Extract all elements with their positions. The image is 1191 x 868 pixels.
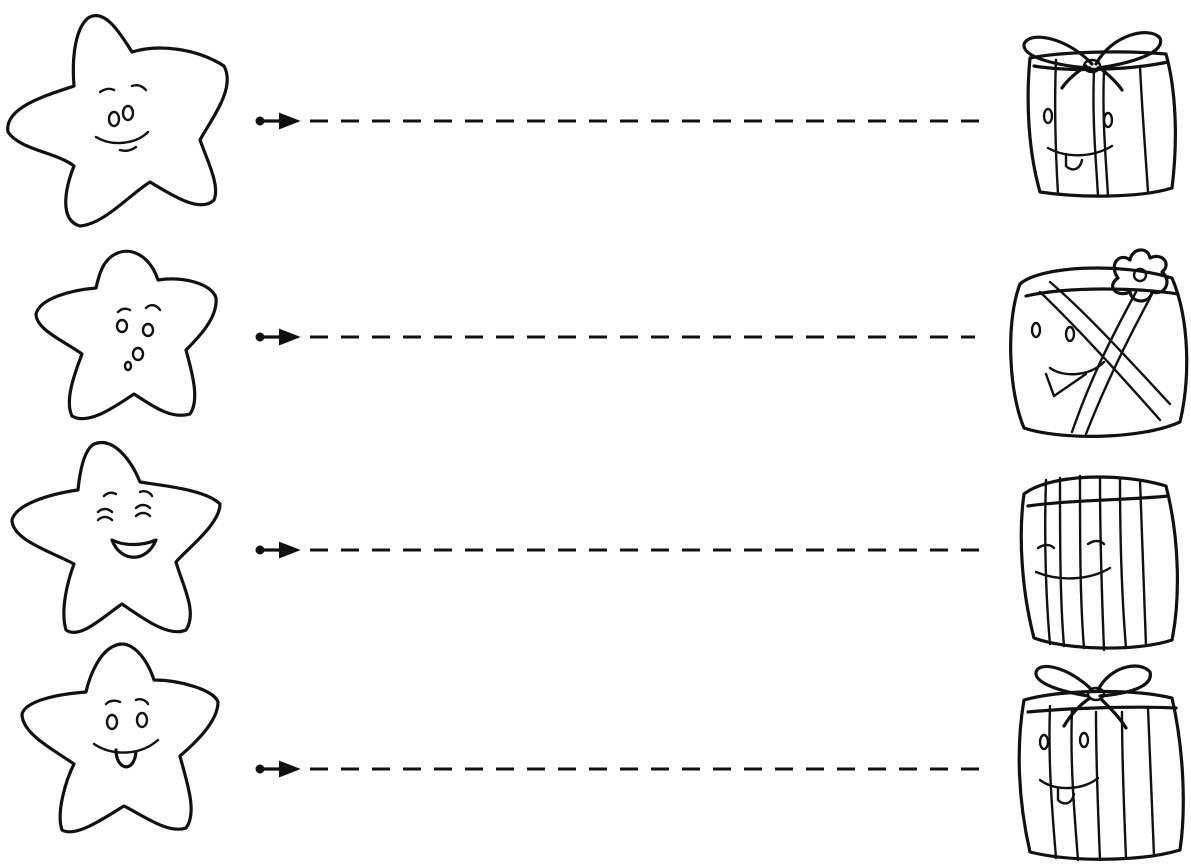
row-3: [10, 440, 1179, 652]
striped-gift-box-icon: [1019, 474, 1179, 652]
laughing-star-icon: [10, 440, 222, 634]
smiling-star-icon: [6, 14, 229, 228]
gift-box-with-flower-icon: [1009, 248, 1189, 438]
trace-line-3[interactable]: [255, 541, 986, 559]
tongue-out-star-icon: [20, 642, 220, 834]
trace-line-1[interactable]: [255, 112, 986, 130]
row-4: [20, 642, 1185, 862]
trace-line-4[interactable]: [255, 760, 986, 778]
trace-line-2[interactable]: [255, 328, 976, 346]
row-1: [6, 14, 1177, 228]
surprised-star-icon: [34, 249, 218, 421]
row-2: [34, 248, 1189, 438]
gift-box-with-bow-icon: [1022, 31, 1177, 198]
gift-box-with-large-bow-icon: [1017, 664, 1185, 862]
